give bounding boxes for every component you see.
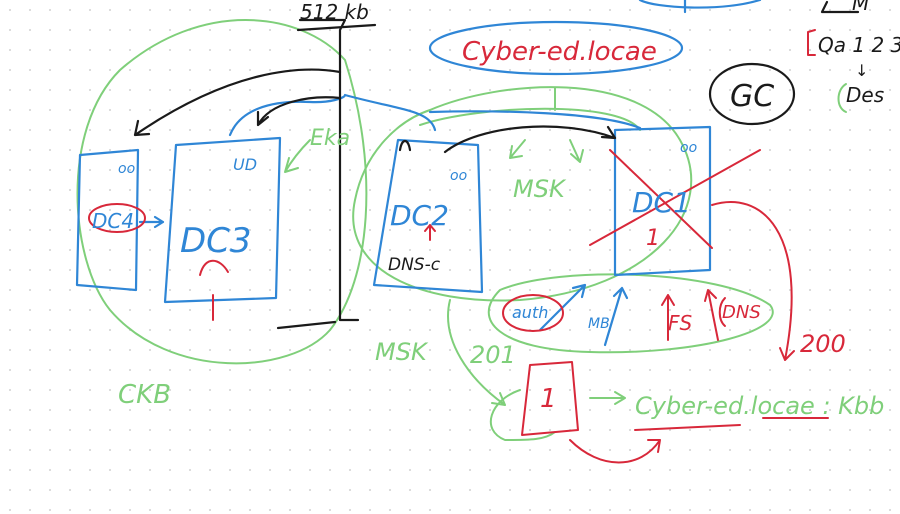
replication-arrow-to-dc3 (256, 96, 342, 127)
mb-arrow (603, 286, 629, 347)
dc2-rw-label: oo (450, 168, 467, 184)
client-box (521, 361, 579, 436)
dc1-rw-label: oo (680, 140, 697, 156)
top-partial-circle (638, 0, 762, 9)
dc4-highlight-circle (88, 203, 146, 233)
dc1-cross (589, 149, 761, 249)
dc1-mark-label: 1 (646, 226, 660, 251)
size-bracket (298, 18, 360, 322)
domain-ellipse (428, 20, 684, 76)
dc2-hook (398, 139, 412, 152)
msk-arrow-right (569, 139, 584, 163)
dc4-rw-label: oo (118, 161, 135, 177)
fs-arrow (661, 294, 675, 341)
auth-label: auth (512, 303, 548, 322)
top-right-bracket (820, 0, 860, 14)
replication-arrow-to-dc4 (133, 68, 342, 137)
domain-to-msk-connector (419, 87, 641, 131)
target-label: Cyber-ed.locae : Kbb (635, 392, 884, 420)
ckb-site-label: CKB (118, 380, 171, 410)
client-to-target-arrow (589, 391, 626, 405)
des-label: Des (846, 83, 884, 107)
dns-arrow (704, 289, 719, 341)
n200-label: 200 (800, 330, 846, 358)
mb-label: MB (588, 316, 610, 332)
client-to-target-lower-arrow (569, 439, 661, 464)
size-label: 512 kb (300, 0, 369, 24)
gc-circle (708, 62, 796, 126)
dc3-mark (199, 259, 229, 321)
gc-label: GC (730, 79, 774, 114)
msk-site-label-bottom: MSK (375, 338, 429, 366)
size-bracket-top (296, 23, 377, 32)
dns-c-label: DNS-c (388, 255, 441, 275)
target-underline (634, 417, 829, 431)
dc3-rw-label: UD (233, 155, 257, 174)
dc1-label: DC1 (632, 186, 691, 219)
dc3-label: DC3 (180, 221, 252, 261)
dns-label: DNS (722, 302, 761, 323)
domain-label: Cyber-ed.locae (462, 37, 657, 67)
bottom-bracket-stroke (276, 320, 337, 330)
eka-label: Eka (310, 126, 350, 151)
eka-arrow (284, 139, 311, 173)
n201-label: 201 (470, 341, 516, 369)
des-paren (837, 83, 847, 113)
query-bracket (807, 29, 816, 56)
client-side-arrow (489, 389, 556, 441)
query-label: Qa 1 2 3 4 (818, 33, 900, 57)
dc4-box (75, 148, 140, 292)
ckb-site-boundary (76, 19, 368, 365)
fs-label: FS (668, 311, 693, 335)
dc3-box (163, 136, 282, 304)
replication-arrow-dc2-to-dc1 (443, 125, 617, 154)
dc2-label: DC2 (390, 199, 449, 232)
dns-paren (718, 297, 726, 327)
dc2-box (372, 138, 484, 294)
dc1-to-200-arrow (711, 201, 795, 361)
dc4-label: DC4 (92, 209, 134, 233)
top-right-letter: M (852, 0, 869, 15)
dc2-arrow-mark (424, 224, 436, 241)
msk-arrow-left (509, 139, 526, 159)
dc1-box (613, 125, 712, 277)
auth-highlight-circle (502, 294, 564, 332)
client-label: 1 (540, 384, 557, 414)
msk-site-boundary (352, 86, 693, 302)
query-arrow: ↓ (855, 61, 868, 80)
msk-site-label-top: MSK (513, 175, 567, 203)
